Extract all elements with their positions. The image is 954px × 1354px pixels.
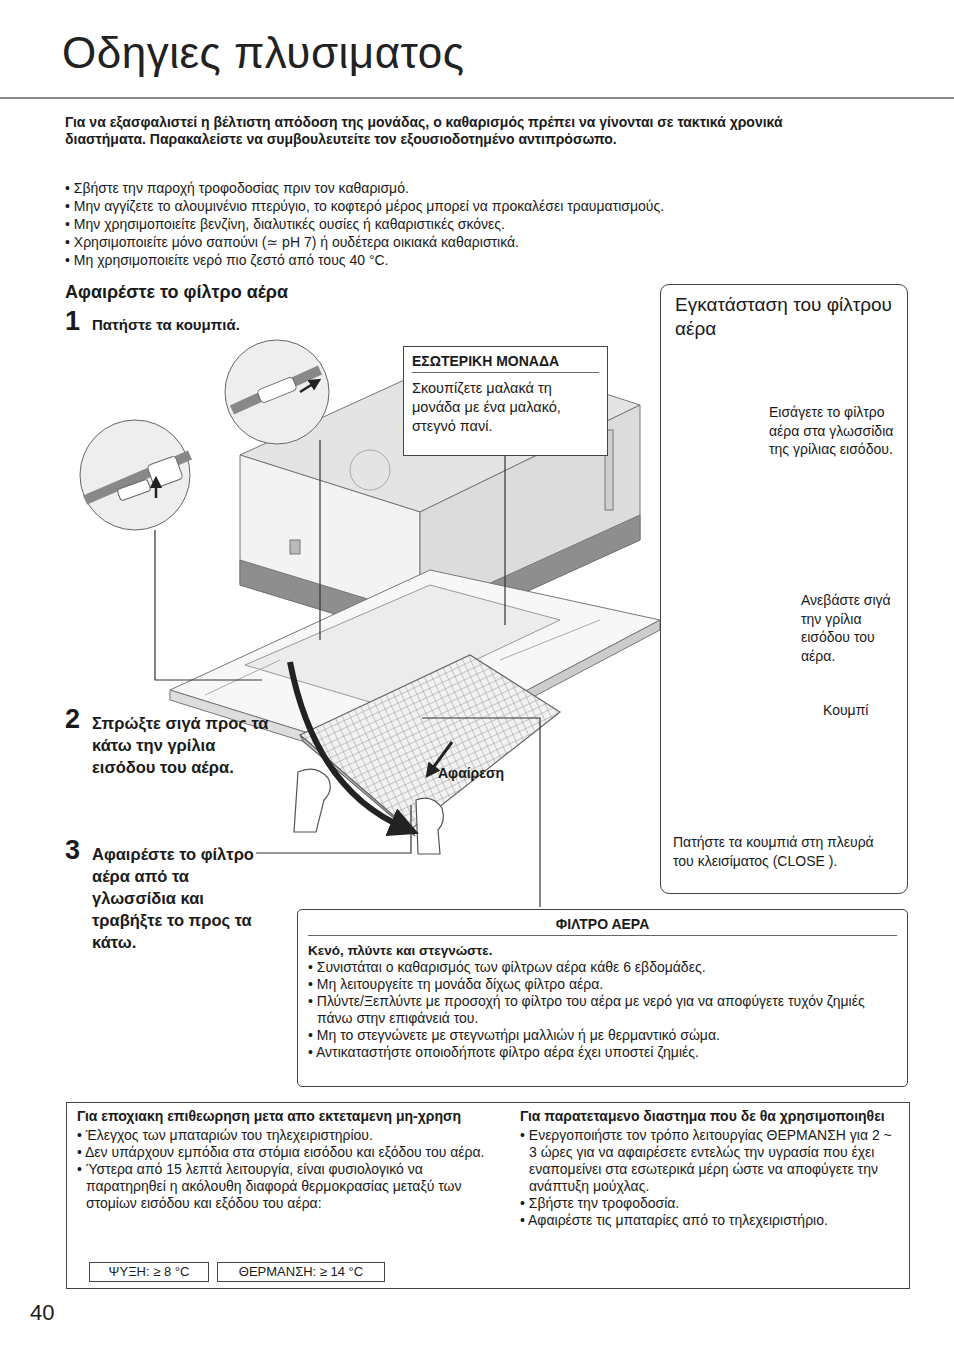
- box-text: • Ύστερα από 15 λεπτά λειτουργία, είναι …: [77, 1161, 500, 1212]
- ceiling-panel-part: [205, 660, 280, 695]
- title-rule-part: [0, 97, 954, 99]
- hands: [294, 769, 443, 854]
- temperature-box: ΨΥΞΗ: ≥ 8 °C: [89, 1262, 209, 1282]
- intro-text: Για να εξασφαλιστεί η βέλτιστη απόδοση τ…: [65, 114, 855, 148]
- box-text: • Έλεγχος των μπαταριών του τηλεχειριστη…: [77, 1127, 500, 1144]
- leader-lines-part: [504, 456, 505, 625]
- box-heading: Για παρατεταμενο διαστημα που δε θα χρησ…: [520, 1108, 899, 1125]
- indoor-unit-part: [350, 450, 390, 490]
- zoom-detail-part: [257, 376, 297, 403]
- temperature-box: ΘΕΡΜΑΝΣΗ: ≥ 14 °C: [217, 1262, 385, 1282]
- warning-bullet: • Σβήστε την παροχή τροφοδοσίας πριν τον…: [65, 180, 914, 197]
- ceiling-panel-part: [500, 620, 600, 660]
- box-text: Εισάγετε το φίλτρο αέρα στα γλωσσίδια τη…: [769, 403, 899, 459]
- leader-lines-part: [319, 440, 320, 640]
- step-text: Σπρώξτε σιγά προς τα κάτω την γρίλια εισ…: [92, 712, 277, 778]
- leader-lines-part: [422, 718, 540, 907]
- warning-bullet: • Μην αγγίζετε το αλουμινένιο πτερύγιο, …: [65, 198, 914, 215]
- box-text: Πατήστε τα κουμπιά στη πλευρά του κλεισί…: [673, 833, 898, 870]
- warning-bullet: • Μην χρησιμοποιείτε βενζίνη, διαλυτικές…: [65, 216, 914, 233]
- page-title: Οδηγιες πλυσιματος: [62, 28, 465, 78]
- hands-part: [294, 769, 330, 832]
- box-heading: Εγκατάσταση του φίλτρου αέρα: [675, 293, 895, 341]
- box-heading: ΦΙΛΤΡΟ ΑΕΡΑ: [308, 916, 897, 936]
- box-text: Κενό, πλύντε και στεγνώστε.: [308, 942, 897, 959]
- box-text: • Αντικαταστήστε οποιοδήποτε φίλτρο αέρα…: [308, 1044, 897, 1061]
- removal-arrows-part: [290, 662, 405, 828]
- box-heading: ΘΕΡΜΑΝΣΗ: ≥ 14 °C: [222, 1264, 380, 1280]
- step-text: Αφαιρέστε το φίλτρο αέρα από τα γλωσσίδι…: [92, 843, 267, 953]
- zoom-detail-part: [225, 340, 329, 444]
- zoom-detail-part: [147, 456, 183, 489]
- box-text: • Μη λειτουργείτε τη μονάδα δίχως φίλτρο…: [308, 976, 897, 993]
- box-text: • Πλύντε/Ξεπλύντε με προσοχή το φίλτρο τ…: [308, 993, 897, 1027]
- box-heading: ΨΥΞΗ: ≥ 8 °C: [94, 1264, 204, 1280]
- air-filter-box: ΦΙΛΤΡΟ ΑΕΡΑΚενό, πλύντε και στεγνώστε.• …: [297, 909, 908, 1087]
- zoom-detail: [80, 340, 329, 530]
- box-text: Ανεβάστε σιγά την γρίλια εισόδου του αέρ…: [801, 591, 901, 665]
- section-heading: Αφαιρέστε το φίλτρο αέρα: [65, 282, 385, 303]
- removal-arrows: [290, 662, 452, 828]
- arrow-label: Αφαίρεση: [438, 765, 548, 781]
- indoor-unit-box: ΕΣΩΤΕΡΙΚΗ ΜΟΝΑΔΑ Σκουπίζετε μαλακά τη μον…: [403, 346, 608, 456]
- box-text: • Μη το στεγνώνετε με στεγνωτήρι μαλλιών…: [308, 1027, 897, 1044]
- box-text: • Σβήστε την τροφοδοσία.: [520, 1195, 899, 1212]
- box-text: • Αφαιρέστε τις μπαταρίες από το τηλεχει…: [520, 1212, 899, 1229]
- box-heading: ΕΣΩΤΕΡΙΚΗ ΜΟΝΑΔΑ: [412, 353, 599, 373]
- leader-lines-part: [155, 530, 262, 680]
- zoom-detail-part: [80, 420, 190, 530]
- leader-lines-part: [256, 805, 411, 853]
- install-panel: Εγκατάσταση του φίλτρου αέραΕισάγετε το …: [660, 284, 908, 894]
- step-number: 1: [65, 307, 89, 335]
- box-text: • Ενεργοποιήστε τον τρόπο λειτουργίας ΘΕ…: [520, 1127, 899, 1195]
- box-text: Κουμπί: [823, 701, 893, 720]
- page-number: 40: [30, 1300, 80, 1326]
- step-number: 2: [65, 705, 89, 733]
- zoom-detail-part: [117, 479, 151, 501]
- zoom-detail-part: [155, 482, 158, 498]
- leader-lines: [155, 440, 540, 907]
- title-rule: [0, 97, 954, 99]
- warning-bullet: • Μη χρησιμοποιείτε νερό πιο ζεστό από τ…: [65, 252, 914, 269]
- box-text: • Δεν υπάρχουν εμπόδια στα στόμια εισόδο…: [77, 1144, 500, 1161]
- hands-part: [416, 798, 443, 854]
- indoor-unit-part: [290, 540, 300, 554]
- step-text: Πατήστε τα κουμπιά.: [92, 315, 352, 335]
- zoom-detail-part: [232, 370, 320, 410]
- table-cell: Για παρατεταμενο διαστημα που δε θα χρησ…: [510, 1102, 910, 1289]
- zoom-detail-part: [300, 382, 316, 392]
- step-number: 3: [65, 836, 89, 864]
- box-text: • Συνιστάται ο καθαρισμός των φίλτρων αέ…: [308, 959, 897, 976]
- box-text: Σκουπίζετε μαλακά τη μονάδα με ένα μαλακ…: [412, 379, 599, 436]
- warning-bullet: • Χρησιμοποιείτε μόνο σαπούνι (≃ pH 7) ή…: [65, 234, 914, 251]
- table-cell: Για εποχιακη επιθεωρηση μετα απο εκτεταμ…: [66, 1102, 511, 1289]
- box-heading: Για εποχιακη επιθεωρηση μετα απο εκτεταμ…: [77, 1108, 500, 1125]
